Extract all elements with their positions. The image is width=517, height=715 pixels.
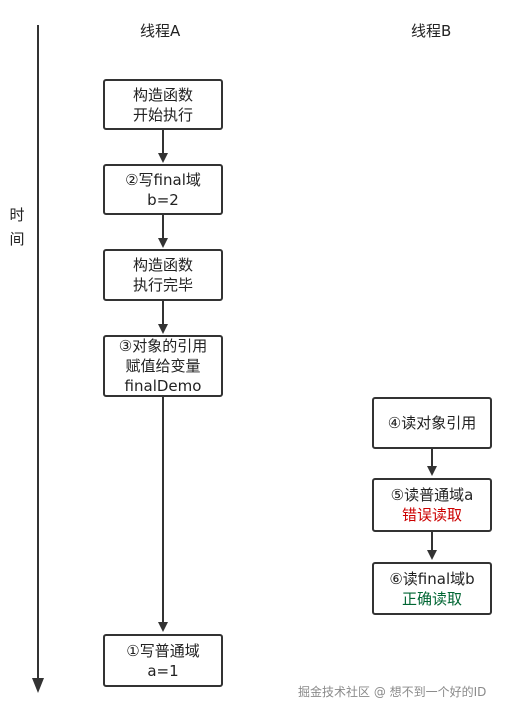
time-label-char-2: 间 — [9, 230, 25, 248]
step-line: ⑥读final域b — [389, 569, 475, 588]
thread-b-title: 线程B — [411, 22, 452, 40]
step-line: 开始执行 — [132, 105, 193, 124]
watermark: 掘金技术社区 @ 想不到一个好的ID — [298, 685, 487, 699]
time-axis-arrowhead — [32, 678, 44, 693]
error-read-label: 错误读取 — [401, 506, 462, 524]
step-line: 执行完毕 — [132, 276, 193, 294]
thread-a-step-1: 构造函数 开始执行 — [103, 79, 223, 130]
thread-a-title: 线程A — [140, 22, 181, 40]
step-line: 构造函数 — [132, 85, 193, 104]
step-line: ④读对象引用 — [387, 414, 477, 432]
step-line: ①写普通域 — [126, 641, 200, 660]
step-line: ⑤读普通域a — [390, 486, 474, 504]
time-label-char-1: 时 — [9, 206, 25, 224]
thread-a-step-4: ③对象的引用 赋值给变量 finalDemo — [103, 335, 223, 397]
time-label: 时 间 — [7, 203, 27, 251]
step-line: ②写final域 — [125, 170, 201, 189]
thread-b-step-2: ⑤读普通域a 错误读取 — [372, 478, 492, 532]
correct-read-label: 正确读取 — [401, 589, 462, 608]
thread-a-step-3: 构造函数 执行完毕 — [103, 249, 223, 301]
step-line: b=2 — [147, 190, 179, 209]
step-line: a=1 — [147, 661, 179, 680]
thread-b-step-3: ⑥读final域b 正确读取 — [372, 562, 492, 615]
step-line: ③对象的引用 — [118, 337, 208, 355]
step-line: 构造函数 — [132, 256, 193, 274]
thread-a-step-5: ①写普通域 a=1 — [103, 634, 223, 687]
thread-b-step-1: ④读对象引用 — [372, 397, 492, 449]
step-line: 赋值给变量 — [125, 357, 201, 375]
thread-a-step-2: ②写final域 b=2 — [103, 164, 223, 215]
step-line: finalDemo — [124, 377, 202, 395]
